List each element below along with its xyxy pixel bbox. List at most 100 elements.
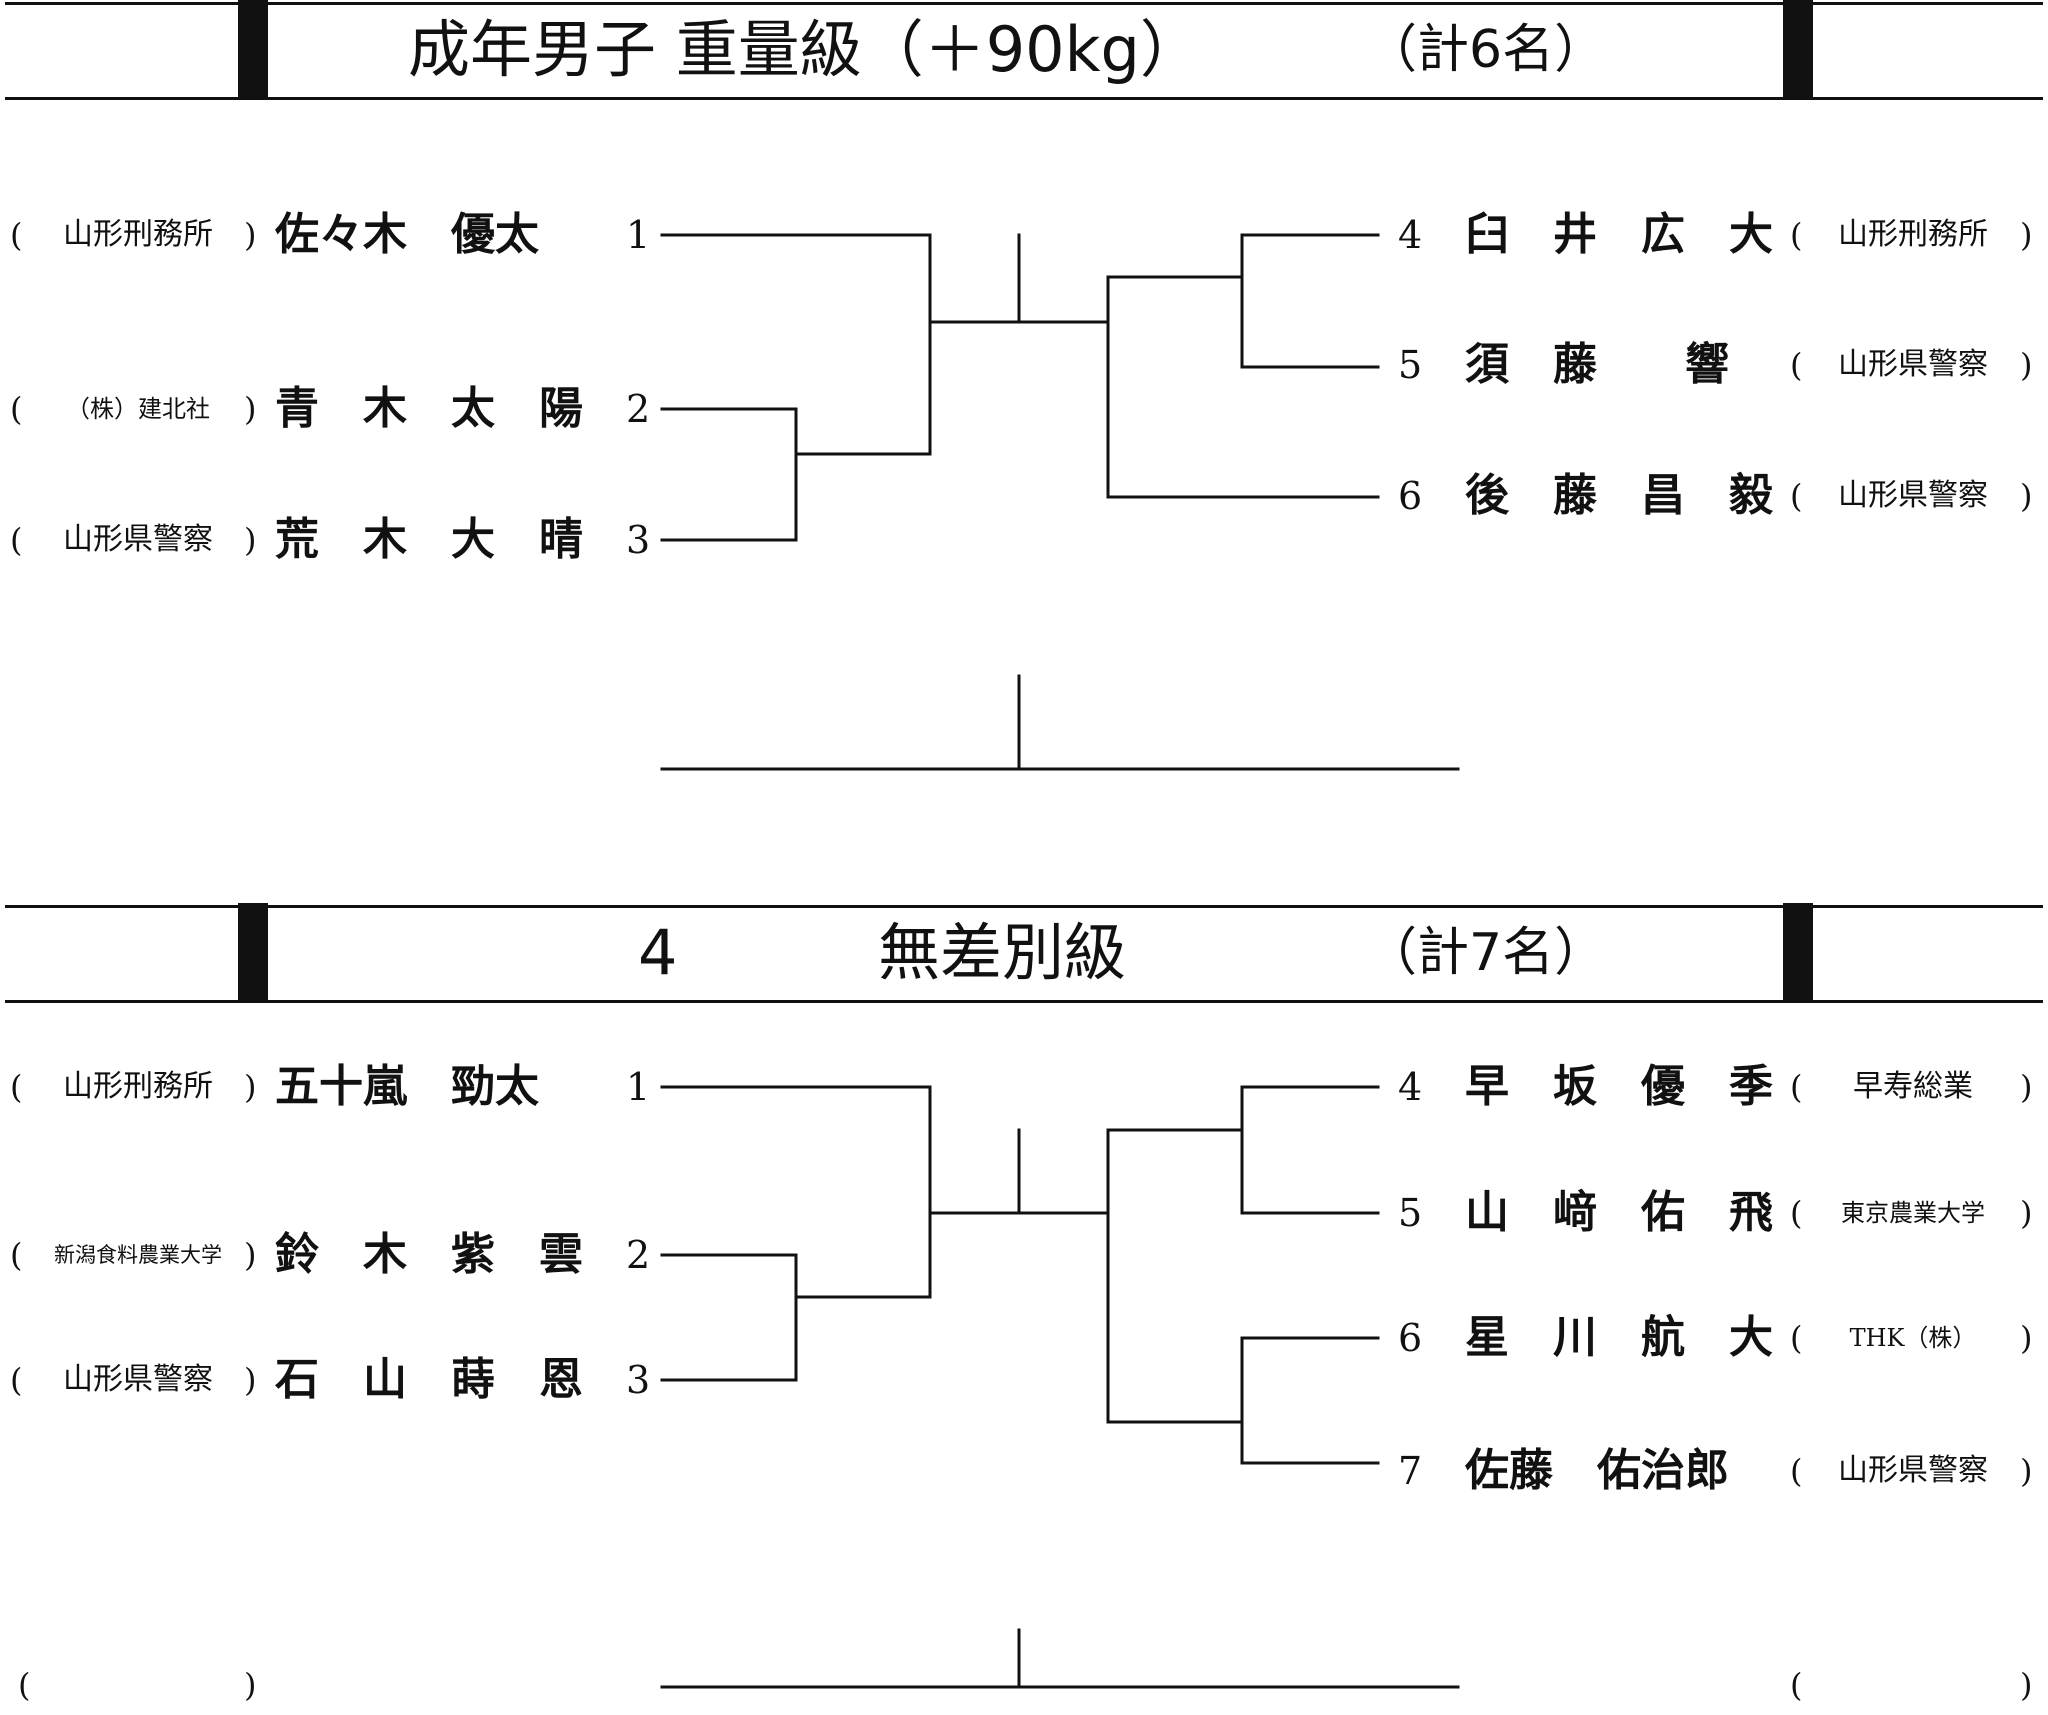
affiliation-open: (: [1790, 216, 1803, 254]
affiliation-open: (: [1790, 477, 1803, 515]
bracket-line: [794, 1211, 932, 1299]
affiliation-open: (: [10, 521, 23, 559]
affiliation: 山形刑務所: [63, 1069, 213, 1104]
competitor-name: 鈴 木 紫 雲: [275, 1229, 583, 1280]
bracket-line: [1240, 275, 1380, 369]
entry-left-2: ( （株）建北社 ) 青 木 太 陽 2: [0, 379, 660, 439]
competitor-name: 早 坂 優 季: [1465, 1061, 1773, 1112]
bracket-line: [794, 320, 932, 456]
competitor-name: 青 木 太 陽: [275, 383, 583, 434]
blank-entry-right: ( ): [1780, 1655, 2048, 1715]
affiliation: 山形県警察: [1838, 1453, 1988, 1488]
affiliation-close: ): [244, 1068, 257, 1106]
affiliation: 新潟食料農業大学: [54, 1243, 222, 1267]
seed-number: 1: [626, 1065, 651, 1109]
competitor-name: 須 藤 響: [1465, 339, 1729, 390]
affiliation-open: (: [1790, 1666, 1803, 1704]
affiliation-close: ): [244, 1361, 257, 1399]
header-rule-bottom: [5, 1000, 2043, 1003]
seed-number: 4: [1398, 213, 1423, 257]
section-number: 4: [638, 916, 678, 989]
bracket-line: [660, 1253, 798, 1382]
entry-right-4: 4 臼 井 広 大 ( 山形刑務所 ): [1395, 205, 2045, 265]
affiliation-close: ): [244, 521, 257, 559]
seed-number: 6: [1398, 474, 1423, 518]
affiliation: 山形県警察: [63, 1362, 213, 1397]
seed-number: 1: [626, 213, 651, 257]
section-header: 成年男子 重量級（＋90kg） （計6名）: [0, 0, 2048, 100]
entry-left-1: ( 山形刑務所 ) 佐々木 優太 1: [0, 205, 660, 265]
affiliation-close: ): [2020, 477, 2033, 515]
seed-number: 5: [1398, 343, 1423, 387]
seed-number: 6: [1398, 1316, 1423, 1360]
affiliation-close: ): [244, 390, 257, 428]
seed-number: 4: [1398, 1065, 1423, 1109]
seed-number: 3: [626, 1358, 651, 1402]
affiliation-open: (: [18, 1666, 31, 1704]
affiliation: 山形県警察: [1838, 478, 1988, 513]
bracket-line: [1240, 1128, 1380, 1215]
affiliation-open: (: [10, 216, 23, 254]
affiliation-close: ): [2020, 1452, 2033, 1490]
blank-entry-left: ( ): [0, 1655, 280, 1715]
competitor-name: 星 川 航 大: [1465, 1312, 1773, 1363]
entry-right-6: 6 星 川 航 大 ( THK（株） ): [1395, 1308, 2045, 1368]
affiliation-close: ): [2020, 1319, 2033, 1357]
section-count: （計7名）: [1365, 923, 1607, 983]
affiliation: 山形県警察: [63, 522, 213, 557]
affiliation: 東京農業大学: [1841, 1199, 1985, 1227]
affiliation-close: ): [244, 1236, 257, 1274]
competitor-name: 石 山 蒔 恩: [275, 1354, 583, 1405]
seed-number: 2: [626, 1233, 651, 1277]
bracket-line: [660, 1085, 1380, 1215]
affiliation-close: ): [2020, 216, 2033, 254]
seed-number: 3: [626, 518, 651, 562]
entry-right-4: 4 早 坂 優 季 ( 早寿総業 ): [1395, 1057, 2045, 1117]
header-block-left: [238, 0, 268, 100]
affiliation-open: (: [10, 1361, 23, 1399]
competitor-name: 佐々木 優太: [275, 209, 539, 260]
entry-right-5: 5 須 藤 響 ( 山形県警察 ): [1395, 335, 2045, 395]
affiliation-close: ): [2020, 1666, 2033, 1704]
affiliation-open: (: [1790, 1194, 1803, 1232]
affiliation-close: ): [244, 216, 257, 254]
entry-right-7: 7 佐藤 佑治郎 ( 山形県警察 ): [1395, 1441, 2045, 1501]
header-block-right: [1783, 0, 1813, 100]
affiliation-close: ): [244, 1666, 257, 1704]
entry-left-2: ( 新潟食料農業大学 ) 鈴 木 紫 雲 2: [0, 1225, 660, 1285]
bracket-line: [1106, 1211, 1380, 1424]
affiliation: 早寿総業: [1853, 1069, 1973, 1104]
competitor-name: 佐藤 佑治郎: [1465, 1445, 1729, 1496]
header-rule-top: [5, 905, 2043, 908]
bracket-line: [660, 233, 1380, 324]
affiliation-open: (: [10, 1068, 23, 1106]
seed-number: 5: [1398, 1191, 1423, 1235]
bracket-line: [660, 407, 798, 542]
section-count: （計6名）: [1365, 20, 1607, 80]
affiliation-open: (: [1790, 1452, 1803, 1490]
affiliation: THK（株）: [1849, 1324, 1977, 1352]
seed-number: 7: [1398, 1449, 1423, 1493]
affiliation-open: (: [1790, 1068, 1803, 1106]
competitor-name: 山 﨑 佑 飛: [1465, 1187, 1773, 1238]
affiliation-close: ): [2020, 1194, 2033, 1232]
header-rule-bottom: [5, 97, 2043, 100]
section-title: 成年男子 重量級（＋90kg）: [408, 13, 1202, 86]
affiliation-close: ): [2020, 1068, 2033, 1106]
affiliation-open: (: [10, 390, 23, 428]
seed-number: 2: [626, 387, 651, 431]
affiliation: 山形刑務所: [1838, 217, 1988, 252]
affiliation-open: (: [1790, 346, 1803, 384]
header-rule-top: [5, 2, 2043, 5]
affiliation: （株）建北社: [66, 395, 210, 423]
entry-right-6: 6 後 藤 昌 毅 ( 山形県警察 ): [1395, 466, 2045, 526]
competitor-name: 後 藤 昌 毅: [1465, 470, 1773, 521]
competitor-name: 臼 井 広 大: [1465, 209, 1773, 260]
affiliation: 山形刑務所: [63, 217, 213, 252]
section-header: 4 無差別級 （計7名）: [0, 903, 2048, 1003]
bracket-line: [1240, 1420, 1380, 1465]
entry-left-3: ( 山形県警察 ) 荒 木 大 晴 3: [0, 510, 660, 570]
affiliation-open: (: [10, 1236, 23, 1274]
